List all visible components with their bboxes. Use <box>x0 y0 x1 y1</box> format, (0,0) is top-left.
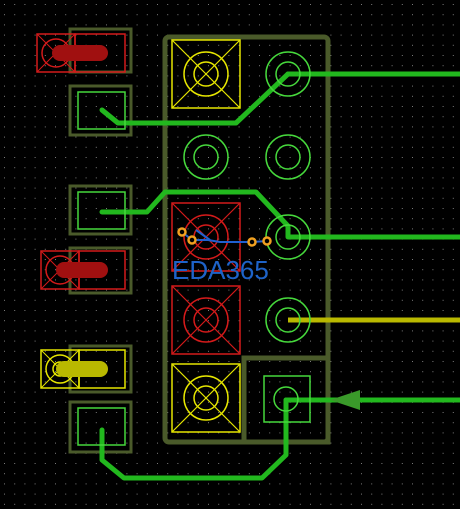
connector-pad-a[interactable] <box>171 39 241 109</box>
watermark-text: EDA365 <box>172 255 269 285</box>
pad-round[interactable] <box>265 297 311 343</box>
smd-pads-green[interactable] <box>77 91 126 446</box>
component-silk-r2 <box>68 84 133 137</box>
pad-round[interactable] <box>265 134 311 180</box>
trace-net-2[interactable] <box>99 71 291 126</box>
green-traces[interactable] <box>99 71 460 481</box>
trace-net-3[interactable] <box>99 189 460 240</box>
vias[interactable] <box>177 227 272 247</box>
via[interactable] <box>177 227 187 237</box>
arrow-left-icon <box>330 390 360 410</box>
smd-component-red-1[interactable] <box>36 33 126 73</box>
grid-dots <box>4 4 454 505</box>
pad-square-pin1[interactable] <box>263 375 311 423</box>
connector-pad-red-2[interactable] <box>171 285 241 355</box>
via[interactable] <box>262 236 272 246</box>
pad-round[interactable] <box>265 51 311 97</box>
via[interactable] <box>247 237 257 247</box>
pad-round[interactable] <box>183 134 229 180</box>
smd-component-red-2[interactable] <box>40 250 126 290</box>
smd-component-yellow[interactable] <box>40 349 126 389</box>
trace-net-5[interactable] <box>99 397 289 481</box>
via[interactable] <box>187 235 197 245</box>
connector-pad-b[interactable] <box>171 363 241 433</box>
